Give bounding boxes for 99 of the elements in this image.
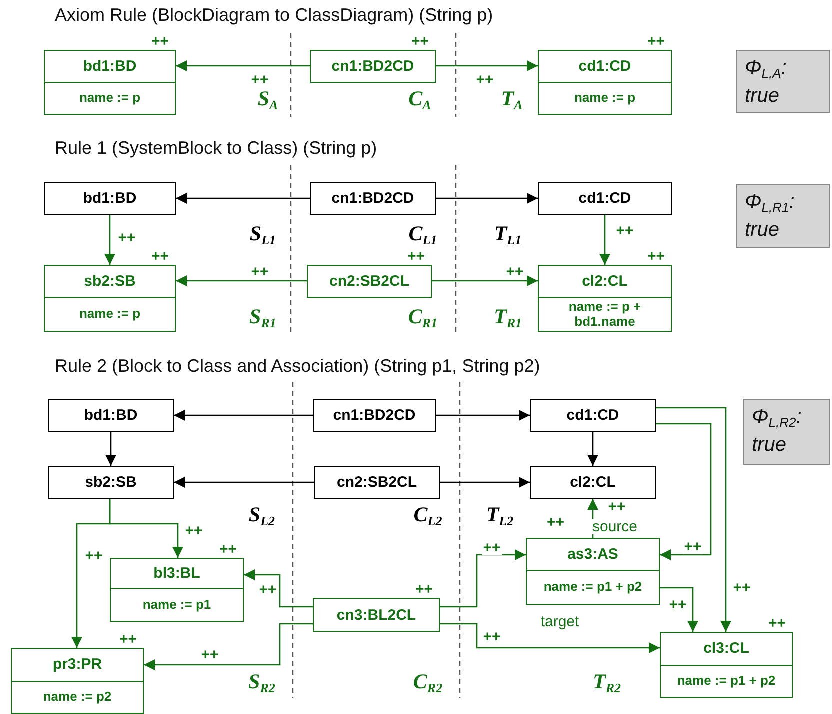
create-mark: ++ — [647, 34, 665, 49]
attribute-assignment: name := p — [79, 90, 141, 106]
rule-title: Rule 2 (Block to Class and Association) (String p1, String p2) — [55, 356, 540, 377]
create-mark: ++ — [411, 34, 429, 49]
object-box — [44, 182, 176, 215]
create-mark: ++ — [647, 249, 665, 264]
edge-label: source — [591, 520, 639, 534]
condition-box — [743, 399, 830, 465]
arrow — [176, 60, 310, 72]
object-name: bd1:BD — [83, 58, 137, 75]
object-box — [48, 399, 174, 432]
arrow — [656, 407, 732, 632]
arrow — [72, 499, 111, 648]
domain-label: S$_{L2}$ — [248, 502, 276, 530]
object-box — [530, 466, 656, 499]
attribute-assignment: name := p — [574, 90, 636, 106]
object-box — [48, 466, 174, 499]
attribute-assignment: name := p1 + p2 — [544, 579, 642, 594]
domain-label: S$_{L1}$ — [250, 222, 276, 248]
object-box — [314, 466, 440, 499]
create-mark: ++ — [119, 632, 137, 647]
domain-label: S$_{A}$ — [258, 86, 278, 114]
arrow — [106, 432, 116, 466]
object-name: cn1:BD2CD — [332, 58, 414, 76]
object-box — [538, 182, 672, 215]
create-mark: ++ — [151, 34, 169, 49]
domain-label: S$_{R1}$ — [250, 304, 276, 332]
object-name: cl3:CL — [704, 640, 750, 658]
domain-label: C$_{R1}$ — [408, 304, 438, 332]
object-name: cd1:CD — [566, 407, 620, 424]
object-name: as3:AS — [568, 546, 618, 563]
object-name: cn2:SB2CL — [329, 273, 410, 290]
create-mark: ++ — [608, 498, 626, 516]
arrow — [656, 423, 712, 560]
object-name: sb2:SB — [85, 474, 137, 492]
create-mark: ++ — [768, 616, 786, 631]
object-name: cl2:CL — [582, 272, 628, 290]
create-mark: ++ — [219, 542, 237, 557]
domain-label: C$_{L2}$ — [414, 502, 442, 530]
condition-text: Φ$_{L,R1}$: true — [745, 191, 795, 241]
object-name: cn3:BL2CL — [336, 606, 416, 624]
object-box — [310, 182, 436, 215]
arrow — [440, 550, 526, 608]
arrow — [176, 276, 307, 286]
domain-label: T$_{R2}$ — [592, 670, 622, 696]
role-label: target — [540, 614, 580, 630]
arrow — [144, 623, 313, 670]
create-mark: ++ — [151, 249, 169, 264]
domain-label: T$_{R1}$ — [494, 304, 522, 332]
object-name: cd1:CD — [578, 58, 632, 75]
create-mark: ++ — [547, 515, 565, 530]
arrow — [440, 623, 660, 654]
object-name: bl3:BL — [154, 564, 200, 582]
attribute-assignment: name := p1 — [142, 596, 212, 612]
create-mark: ++ — [415, 582, 433, 597]
condition-box — [736, 50, 830, 113]
domain-label: T$_{L2}$ — [486, 502, 514, 530]
arrow — [176, 193, 310, 204]
arrow — [104, 215, 116, 265]
arrow — [436, 60, 538, 72]
object-box — [313, 399, 436, 432]
object-name: cn1:BD2CD — [333, 407, 416, 424]
object-name: cn2:SB2CL — [336, 474, 418, 492]
object-name: cl2:CL — [570, 474, 616, 492]
arrow — [436, 410, 530, 421]
condition-box — [736, 184, 830, 248]
rule-title: Axiom Rule (BlockDiagram to ClassDiagram) (String p) — [55, 5, 494, 26]
rule-title: Rule 1 (SystemBlock to Class) (String p) — [55, 138, 378, 159]
object-name: pr3:PR — [52, 656, 102, 674]
domain-label: C$_{A}$ — [408, 86, 432, 114]
object-name: bd1:BD — [84, 407, 138, 424]
domain-label: C$_{L1}$ — [408, 222, 438, 248]
edge-label: ++ — [683, 540, 703, 554]
object-name: cd1:CD — [578, 190, 632, 208]
arrow — [600, 215, 610, 265]
object-name: cn1:BD2CD — [332, 190, 414, 208]
condition-text: Φ$_{L,R2}$: true — [752, 406, 802, 456]
arrow — [174, 410, 313, 421]
domain-label: S$_{R2}$ — [248, 670, 276, 696]
arrow — [174, 477, 314, 488]
object-name: bd1:BD — [83, 190, 137, 208]
domain-label: C$_{R2}$ — [413, 670, 443, 696]
attribute-assignment: name := p1 + p2 — [677, 673, 776, 688]
edge-label: ++ — [482, 540, 502, 556]
domain-label: T$_{L1}$ — [494, 222, 522, 248]
arrow — [436, 193, 538, 204]
object-name: sb2:SB — [84, 272, 136, 290]
attribute-assignment: name := p — [79, 306, 141, 322]
arrow — [244, 570, 313, 608]
create-mark: ++ — [407, 249, 425, 264]
arrow — [440, 477, 530, 488]
object-box — [530, 399, 656, 432]
attribute-assignment: name := p2 — [43, 689, 112, 704]
attribute-assignment: name := p + bd1.name — [568, 298, 642, 329]
condition-text: Φ$_{L,A}$: true — [745, 57, 787, 107]
arrow — [660, 587, 698, 632]
domain-label: T$_{A}$ — [501, 86, 523, 114]
arrow — [588, 432, 598, 466]
arrow — [432, 276, 538, 286]
